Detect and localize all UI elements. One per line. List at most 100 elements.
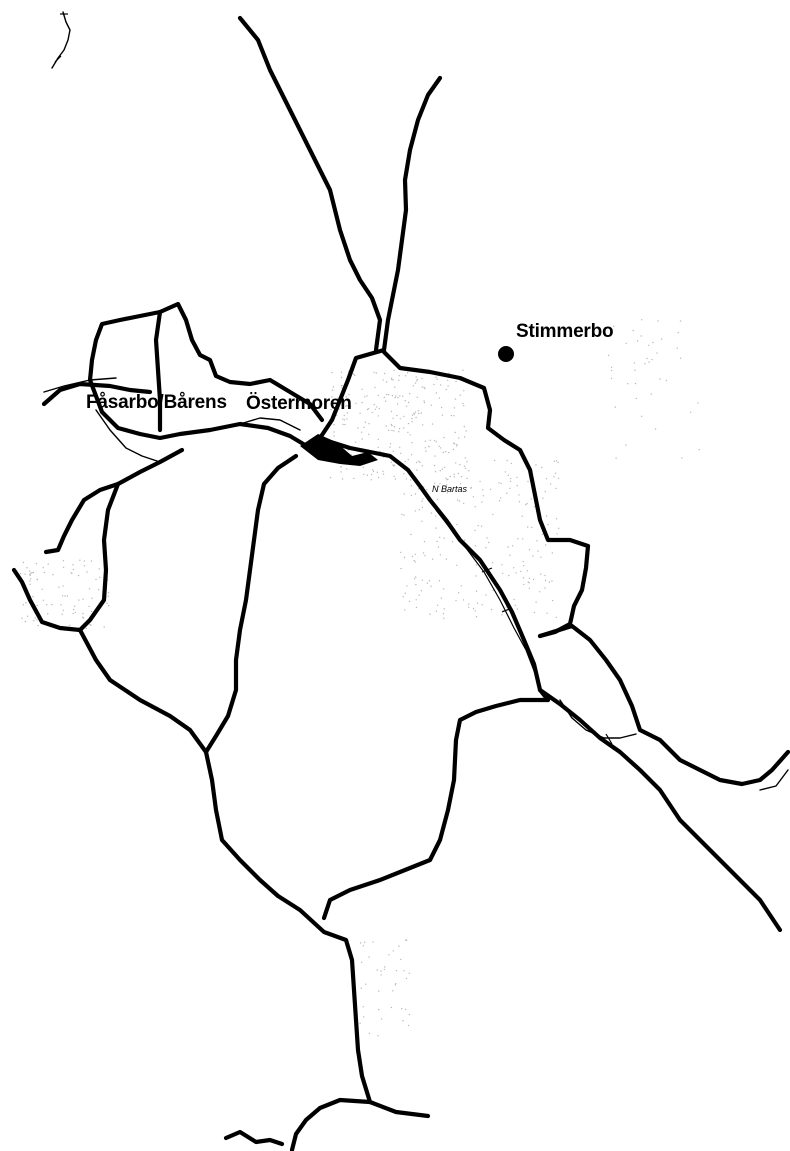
shading-dot: [417, 410, 419, 412]
shading-dot: [527, 526, 529, 528]
shading-dot: [79, 559, 81, 561]
shading-dot: [66, 595, 69, 597]
shading-dot: [74, 611, 77, 614]
shading-dot: [445, 477, 447, 479]
shading-dot: [377, 446, 379, 449]
shading-dot: [398, 431, 400, 433]
shading-dot: [83, 565, 86, 567]
shading-dot: [654, 428, 657, 430]
shading-dot: [47, 613, 49, 615]
shading-dot: [535, 464, 537, 466]
shading-dot: [501, 614, 503, 616]
shading-dot: [533, 506, 536, 508]
shading-dot: [505, 606, 507, 608]
shading-dot: [391, 378, 393, 381]
shading-dot: [393, 430, 395, 432]
shading-dot: [370, 479, 372, 481]
shading-dot: [376, 471, 378, 473]
shading-dot: [415, 416, 417, 419]
shading-dot: [403, 473, 405, 475]
shading-dot: [368, 956, 370, 958]
shading-dot: [341, 387, 343, 389]
shading-dot: [380, 970, 382, 972]
shading-dot: [36, 604, 38, 607]
shading-dot: [361, 388, 363, 390]
shading-dot: [446, 479, 448, 481]
shading-dot: [544, 579, 547, 582]
shading-dot: [504, 471, 507, 473]
shading-dot: [459, 483, 462, 485]
road-west-spur: [41, 381, 153, 407]
shading-dot: [409, 393, 411, 395]
stimmerbo-label: Stimmerbo: [516, 321, 614, 342]
shading-dot: [343, 414, 345, 417]
shading-dot: [398, 379, 400, 381]
shading-dot: [349, 405, 352, 407]
stimmerbo-marker-icon[interactable]: [498, 346, 514, 362]
shading-dot: [419, 461, 421, 464]
shading-dot: [418, 509, 420, 511]
shading-dot: [382, 470, 384, 473]
shading-dot: [458, 500, 461, 502]
shading-dot: [41, 588, 43, 590]
shading-dot: [475, 616, 478, 618]
shading-dot: [498, 482, 500, 484]
shading-dot: [507, 474, 509, 476]
shading-dot: [406, 939, 408, 941]
shading-dot: [395, 395, 397, 397]
shading-dot: [410, 454, 413, 456]
shading-dot: [544, 587, 546, 589]
shading-dot: [502, 572, 504, 575]
shading-dot: [392, 417, 394, 419]
shading-dot: [340, 471, 342, 473]
shading-dot: [500, 497, 502, 499]
shading-dot: [426, 582, 428, 584]
shading-dot: [490, 608, 493, 611]
road-network: [11, 15, 790, 1151]
shading-dot: [429, 613, 431, 615]
shading-dot: [418, 460, 420, 462]
shading-dot: [377, 1035, 379, 1037]
town-cluster-icon: [239, 417, 378, 466]
shading-dot: [482, 495, 485, 497]
shading-dot: [650, 393, 652, 395]
shading-dot: [439, 447, 442, 449]
shading-dot: [363, 426, 365, 429]
shading-dot: [73, 605, 76, 607]
shading-dot: [384, 966, 386, 968]
shading-dot: [382, 379, 384, 381]
shading-dot: [47, 563, 49, 565]
shading-dot: [661, 338, 663, 340]
shading-dot: [634, 369, 636, 371]
shading-dot: [32, 595, 34, 598]
shading-dot: [421, 500, 423, 502]
shading-dot: [532, 555, 534, 557]
shading-dot: [413, 412, 415, 415]
shading-dot: [474, 610, 476, 612]
shading-dot: [83, 560, 86, 562]
shading-dot: [625, 342, 627, 345]
shading-dot: [541, 533, 543, 536]
shading-dot: [462, 369, 464, 371]
shading-dot: [26, 615, 29, 617]
shading-dot: [430, 585, 432, 587]
shading-dot: [523, 565, 525, 567]
road-central-west: [203, 453, 299, 755]
shading-dot: [390, 410, 393, 413]
shading-dot: [407, 401, 410, 404]
shading-dot: [421, 520, 423, 522]
shading-dot: [481, 501, 483, 503]
road-rail-corridor: [315, 435, 551, 703]
shading-dot: [545, 478, 548, 480]
shading-dot: [452, 448, 455, 451]
shading-dot: [493, 459, 496, 462]
shading-dot: [394, 478, 397, 480]
shading-dot: [393, 369, 395, 372]
shading-dot: [555, 487, 557, 490]
shading-dot: [516, 476, 518, 479]
shading-dot: [485, 547, 487, 549]
shading-dot: [30, 578, 32, 580]
shading-dot: [340, 385, 343, 387]
shading-dot: [414, 382, 417, 384]
